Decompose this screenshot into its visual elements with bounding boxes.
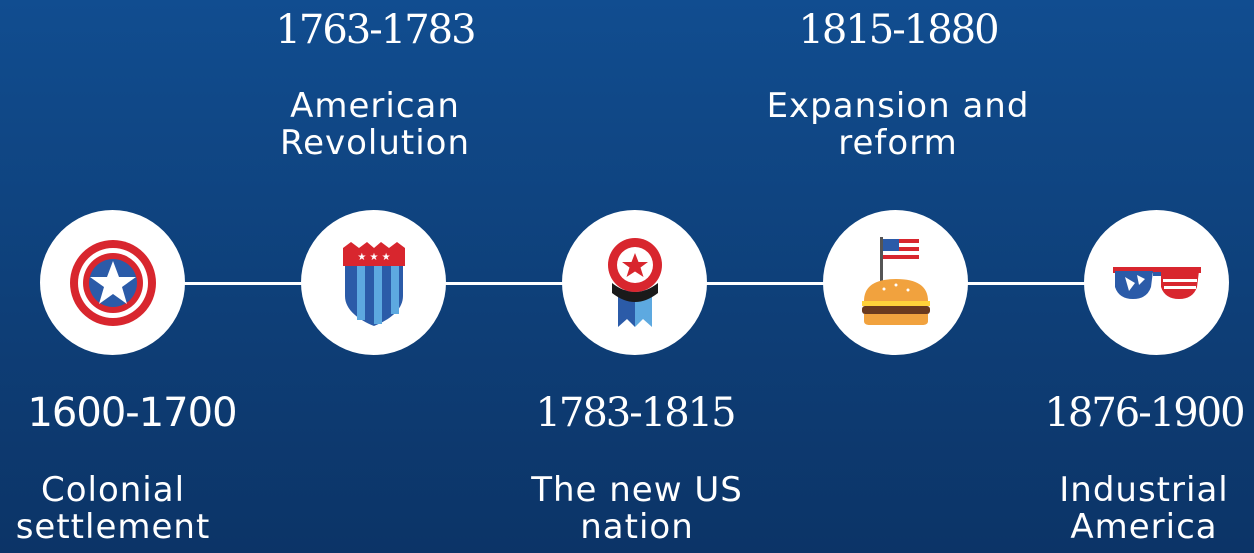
timeline-label-5: Industrial America <box>1059 470 1229 548</box>
timeline-node-3 <box>562 210 707 355</box>
timeline-years-4: 1815-1880 <box>798 7 999 53</box>
timeline-node-4 <box>823 210 968 355</box>
timeline-years-3: 1783-1815 <box>535 390 736 436</box>
timeline-years-2: 1763-1783 <box>275 7 476 53</box>
timeline-label-4: Expansion and reform <box>766 86 1030 164</box>
timeline-node-1 <box>40 210 185 355</box>
timeline-node-5 <box>1084 210 1229 355</box>
star-medal-icon <box>607 238 662 327</box>
timeline-node-2: ★ ★ ★ <box>301 210 446 355</box>
timeline-label-2: American Revolution <box>279 86 471 164</box>
timeline-years-1: 1600-1700 <box>27 390 237 436</box>
timeline-years-5: 1876-1900 <box>1044 390 1245 436</box>
timeline-label-3: The new US nation <box>531 470 743 548</box>
burger-flag-icon <box>861 236 930 325</box>
svg-text:★ ★ ★: ★ ★ ★ <box>357 252 390 263</box>
captain-shield-icon <box>69 239 156 326</box>
flag-sunglasses-icon <box>1112 266 1201 299</box>
star-badge-icon: ★ ★ ★ <box>342 241 405 326</box>
timeline-label-1: Colonial settlement <box>15 470 211 548</box>
